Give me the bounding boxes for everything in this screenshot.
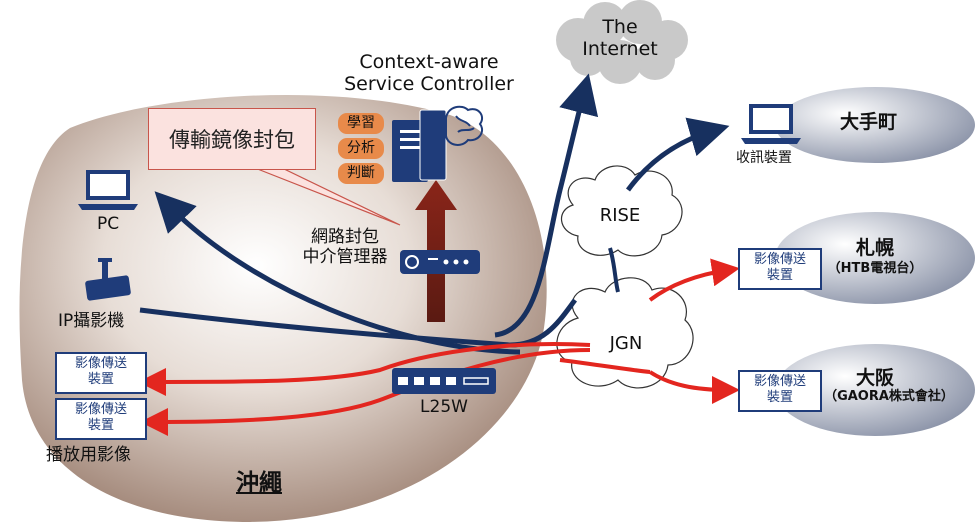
rise-label: RISE xyxy=(599,205,641,226)
l25w-switch-icon xyxy=(392,368,496,394)
ip-camera-icon xyxy=(85,258,131,301)
mirror-packet-callout: 傳輸鏡像封包 xyxy=(148,108,316,170)
rise-cloud-icon xyxy=(561,165,683,257)
receiver-device-label: 收訊裝置 xyxy=(736,150,792,166)
site-osaka-sub: （GAORA株式會社） xyxy=(824,389,954,404)
left-sender-box-1: 影像傳送 裝置 xyxy=(55,352,147,394)
red-line-jgn-right xyxy=(559,358,651,374)
red-line-to-sapporo xyxy=(648,258,740,302)
l25w-label: L25W xyxy=(420,397,468,417)
jgn-label: JGN xyxy=(609,333,643,354)
internet-label-line2: Internet xyxy=(582,37,658,60)
red-line-lower xyxy=(140,348,591,436)
ipcam-to-rise-line xyxy=(139,298,578,348)
middleware-label: 網路封包 中介管理器 xyxy=(290,227,400,267)
controller-title: Context-aware Service Controller xyxy=(338,51,520,96)
controller-title-line2: Service Controller xyxy=(344,72,514,95)
to-internet-arrow xyxy=(494,73,599,338)
okinawa-label: 沖繩 xyxy=(236,470,282,496)
ipcam-label: IP攝影機 xyxy=(58,311,125,331)
controller-title-line1: Context-aware xyxy=(359,51,499,73)
laptop-icon xyxy=(78,170,138,210)
tag-decision: 判斷 xyxy=(338,163,384,184)
left-sender-box-1-line1: 影像傳送 xyxy=(74,356,127,371)
site-otemachi-ellipse xyxy=(775,87,975,163)
red-line-to-osaka xyxy=(648,370,740,404)
osaka-sender-box-line1: 影像傳送 xyxy=(753,374,806,389)
sapporo-sender-box-line2: 裝置 xyxy=(766,268,793,284)
osaka-sender-box-line2: 裝置 xyxy=(766,390,793,406)
internet-cloud-icon xyxy=(556,0,688,84)
middleware-label-line1: 網路封包 xyxy=(311,227,379,247)
pc-label: PC xyxy=(96,214,120,234)
internet-label-line1: The xyxy=(602,16,638,38)
osaka-sender-box: 影像傳送 裝置 xyxy=(738,370,822,412)
left-sender-box-2: 影像傳送 裝置 xyxy=(55,398,147,440)
receiver-laptop-icon xyxy=(741,104,801,144)
site-otemachi-name: 大手町 xyxy=(840,111,898,133)
rise-to-jgn-line xyxy=(608,247,620,293)
middleware-label-line2: 中介管理器 xyxy=(302,246,388,267)
site-sapporo-name: 札幌 xyxy=(855,237,894,259)
brain-icon xyxy=(445,105,484,146)
sapporo-sender-box: 影像傳送 裝置 xyxy=(738,248,822,290)
callout-text: 傳輸鏡像封包 xyxy=(169,128,295,152)
site-osaka-name: 大阪 xyxy=(855,367,894,389)
tag-analysis: 分析 xyxy=(338,138,384,159)
internet-label: The Internet xyxy=(570,16,670,61)
sapporo-sender-box-line1: 影像傳送 xyxy=(753,252,806,267)
middleware-device-icon xyxy=(400,250,480,274)
red-line-upper xyxy=(138,342,591,396)
site-sapporo-sub: （HTB電視台） xyxy=(827,261,923,276)
server-icon xyxy=(392,109,447,182)
left-sender-box-2-line2: 裝置 xyxy=(87,418,114,434)
rise-to-otemachi-arrow xyxy=(625,117,730,192)
tag-learning: 學習 xyxy=(338,113,384,134)
left-sender-box-2-line1: 影像傳送 xyxy=(74,402,127,417)
site-sapporo-ellipse xyxy=(775,212,975,304)
site-osaka-ellipse xyxy=(775,344,975,436)
playback-label: 播放用影像 xyxy=(46,445,131,465)
left-sender-box-1-line2: 裝置 xyxy=(87,372,114,388)
